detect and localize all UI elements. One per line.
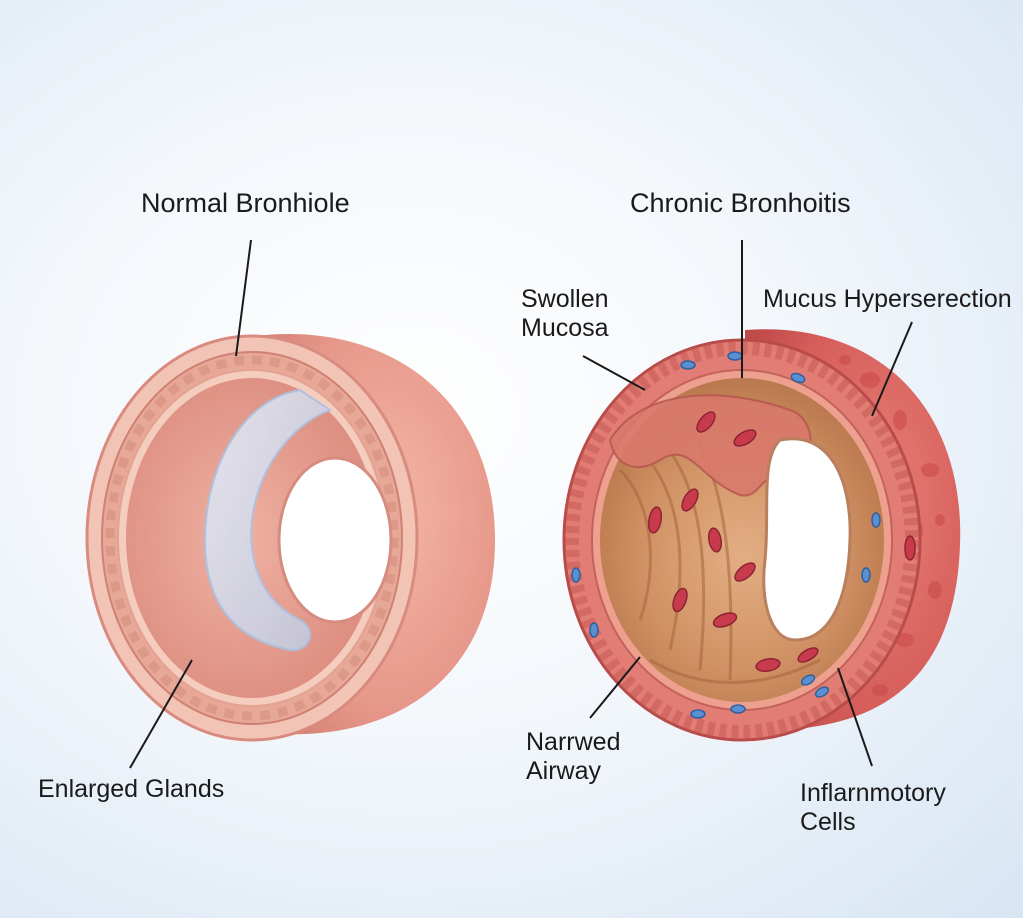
mucus-hypersecretion-label: Mucus Hyperserection xyxy=(763,285,1012,313)
normal-bronchiole xyxy=(85,333,495,742)
leader-mucus-hypersecretion xyxy=(871,321,913,417)
enlarged-glands-label: Enlarged Glands xyxy=(38,775,225,803)
swollen-mucosa-label-line2: Mucosa xyxy=(521,314,609,342)
normal-airway-opening xyxy=(277,456,393,624)
narrowed-airway-label-line1: Narrwed xyxy=(526,728,621,756)
mucus-layer xyxy=(203,388,333,652)
leader-enlarged-glands xyxy=(129,659,193,769)
leader-lines xyxy=(129,239,913,769)
narrowed-airway-label-line2: Airway xyxy=(526,757,602,785)
leader-normal-title xyxy=(235,239,252,357)
inflammatory-cells-label-line1: Inflarnmotory xyxy=(800,779,946,807)
normal-bronchiole-title: Normal Bronhiole xyxy=(141,188,350,218)
leader-inflammatory-cells xyxy=(837,667,873,767)
narrowed-airway-opening xyxy=(762,437,852,642)
leader-swollen-mucosa xyxy=(582,355,646,391)
immune-cells xyxy=(571,351,881,719)
swollen-mucosa-label-line1: Swollen xyxy=(521,285,609,313)
leader-narrowed-airway xyxy=(589,656,641,719)
inflammatory-cells-label-line2: Cells xyxy=(800,808,856,836)
inflammatory-cells xyxy=(647,411,916,673)
chronic-bronchitis-title: Chronic Bronhoitis xyxy=(630,188,851,218)
